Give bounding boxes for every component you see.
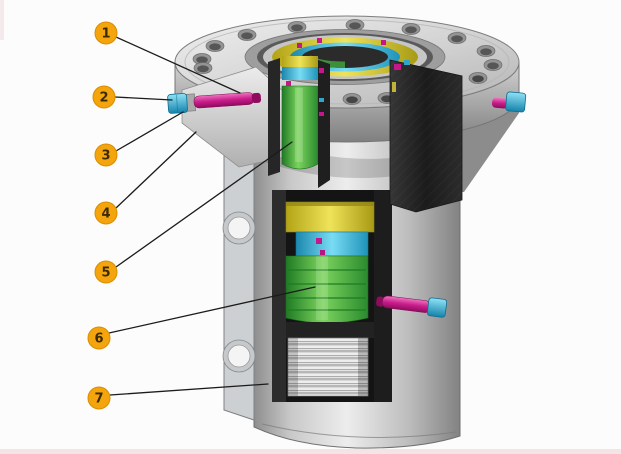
leader-line-2 — [114, 96, 173, 101]
cavity-wall-left — [272, 190, 286, 402]
callout-circle-7 — [87, 386, 111, 410]
callout-circle-5 — [94, 260, 118, 284]
leader-line-4 — [115, 131, 197, 209]
lock-pin-magenta-small-a — [316, 238, 322, 244]
plate-face — [223, 129, 255, 421]
cut-seal-cyan — [282, 67, 318, 80]
bolt-hole-shadow — [349, 22, 361, 30]
callout-circle-1 — [94, 21, 118, 45]
bolt-hole-shadow — [487, 62, 499, 70]
lockscrew-tip — [251, 92, 262, 104]
bolt-hole-shadow — [346, 96, 358, 104]
callout-number-2: 2 — [99, 91, 108, 106]
thread-shade-right — [358, 338, 368, 396]
leader-line-5 — [115, 141, 293, 268]
seal-ring-yellow-edge — [286, 202, 374, 206]
lockscrew-shaft — [491, 97, 509, 109]
bolt-hole-shadow — [291, 24, 303, 32]
lockscrew-top-left — [167, 92, 262, 114]
bore-pin-magenta-b — [317, 38, 322, 43]
flange-top-rim — [184, 19, 510, 105]
callout-circle-2 — [92, 85, 116, 109]
cavity-dark-band — [286, 322, 374, 338]
callout-number-5: 5 — [101, 266, 110, 281]
body-bottom-rim — [261, 423, 457, 438]
cut-wall-pin-magenta-a — [319, 68, 324, 73]
callout-number-1: 1 — [101, 27, 110, 42]
callout-number-7: 7 — [94, 392, 103, 407]
hanger-upper-highlight — [295, 88, 303, 162]
leader-line-3 — [115, 111, 184, 152]
callout-2: 2 — [92, 85, 173, 109]
cavity-wall-right — [374, 190, 392, 402]
section-pin-magenta — [394, 64, 401, 70]
callout-7: 7 — [87, 383, 269, 410]
bolt-hole-shadow — [241, 32, 253, 40]
callout-3: 3 — [94, 111, 184, 167]
cut-dark-wall-left — [268, 58, 280, 176]
callout-circle-6 — [87, 326, 111, 350]
seal-ring-cyan-lower — [295, 231, 369, 257]
leader-line-6 — [108, 286, 316, 334]
bolt-hole-shadow — [472, 75, 484, 83]
thread-shade-left — [288, 338, 298, 396]
callouts-group: 1 2 3 4 5 6 7 — [87, 21, 316, 410]
lockscrew-head — [426, 297, 448, 318]
cut-wall-pin-magenta-b — [319, 112, 324, 116]
cutaway-section-right — [389, 59, 463, 213]
seal-ring-yellow-lower — [285, 201, 375, 233]
lockscrew-head — [167, 93, 188, 114]
hanger-green-upper — [281, 85, 319, 170]
cutaway-section-left — [181, 56, 330, 188]
plate-hole-lower — [227, 344, 251, 368]
section-sliver-yellow — [392, 82, 396, 92]
bolt-hole-shadow — [405, 26, 417, 34]
bore-pin-magenta-c — [381, 40, 386, 45]
callout-circle-4 — [94, 201, 118, 225]
cut-dark-wall-right — [318, 60, 330, 188]
leader-line-1 — [115, 36, 241, 94]
section-pin-cyan — [404, 60, 410, 65]
callout-5: 5 — [94, 141, 293, 284]
section-dark-hatch — [390, 60, 462, 212]
lockscrew-right — [491, 91, 527, 113]
lockscrew-lower-right — [376, 295, 448, 318]
scan-edge-bottom — [0, 449, 621, 454]
lockscrew-head-facet — [176, 94, 179, 113]
callout-4: 4 — [94, 131, 197, 225]
bolt-hole-shadow — [451, 35, 463, 43]
leader-line-7 — [109, 383, 269, 396]
callout-6: 6 — [87, 286, 316, 350]
bolt-hole-shadow — [197, 65, 209, 73]
plate-hole-upper — [227, 216, 251, 240]
cut-wall-pin-cyan — [319, 98, 324, 102]
cut-pin-magenta — [286, 81, 291, 86]
thread-section — [287, 337, 369, 397]
bolt-hole-shadow — [480, 48, 492, 56]
scan-edge-left — [0, 0, 4, 40]
callout-circle-3 — [94, 143, 118, 167]
section-plate — [222, 129, 256, 421]
callout-number-4: 4 — [101, 207, 110, 222]
callout-1: 1 — [94, 21, 241, 94]
lock-pin-magenta-small-b — [320, 250, 325, 255]
hanger-highlight — [316, 256, 328, 320]
bolt-hole-shadow — [196, 56, 208, 64]
bore-pin-magenta-a — [297, 43, 302, 48]
inner-cavity — [272, 190, 392, 402]
callout-number-3: 3 — [101, 149, 110, 164]
lockscrew-head — [505, 91, 527, 113]
callout-number-6: 6 — [94, 332, 103, 347]
cut-seal-yellow — [282, 56, 318, 67]
bolt-hole-shadow — [209, 43, 221, 51]
